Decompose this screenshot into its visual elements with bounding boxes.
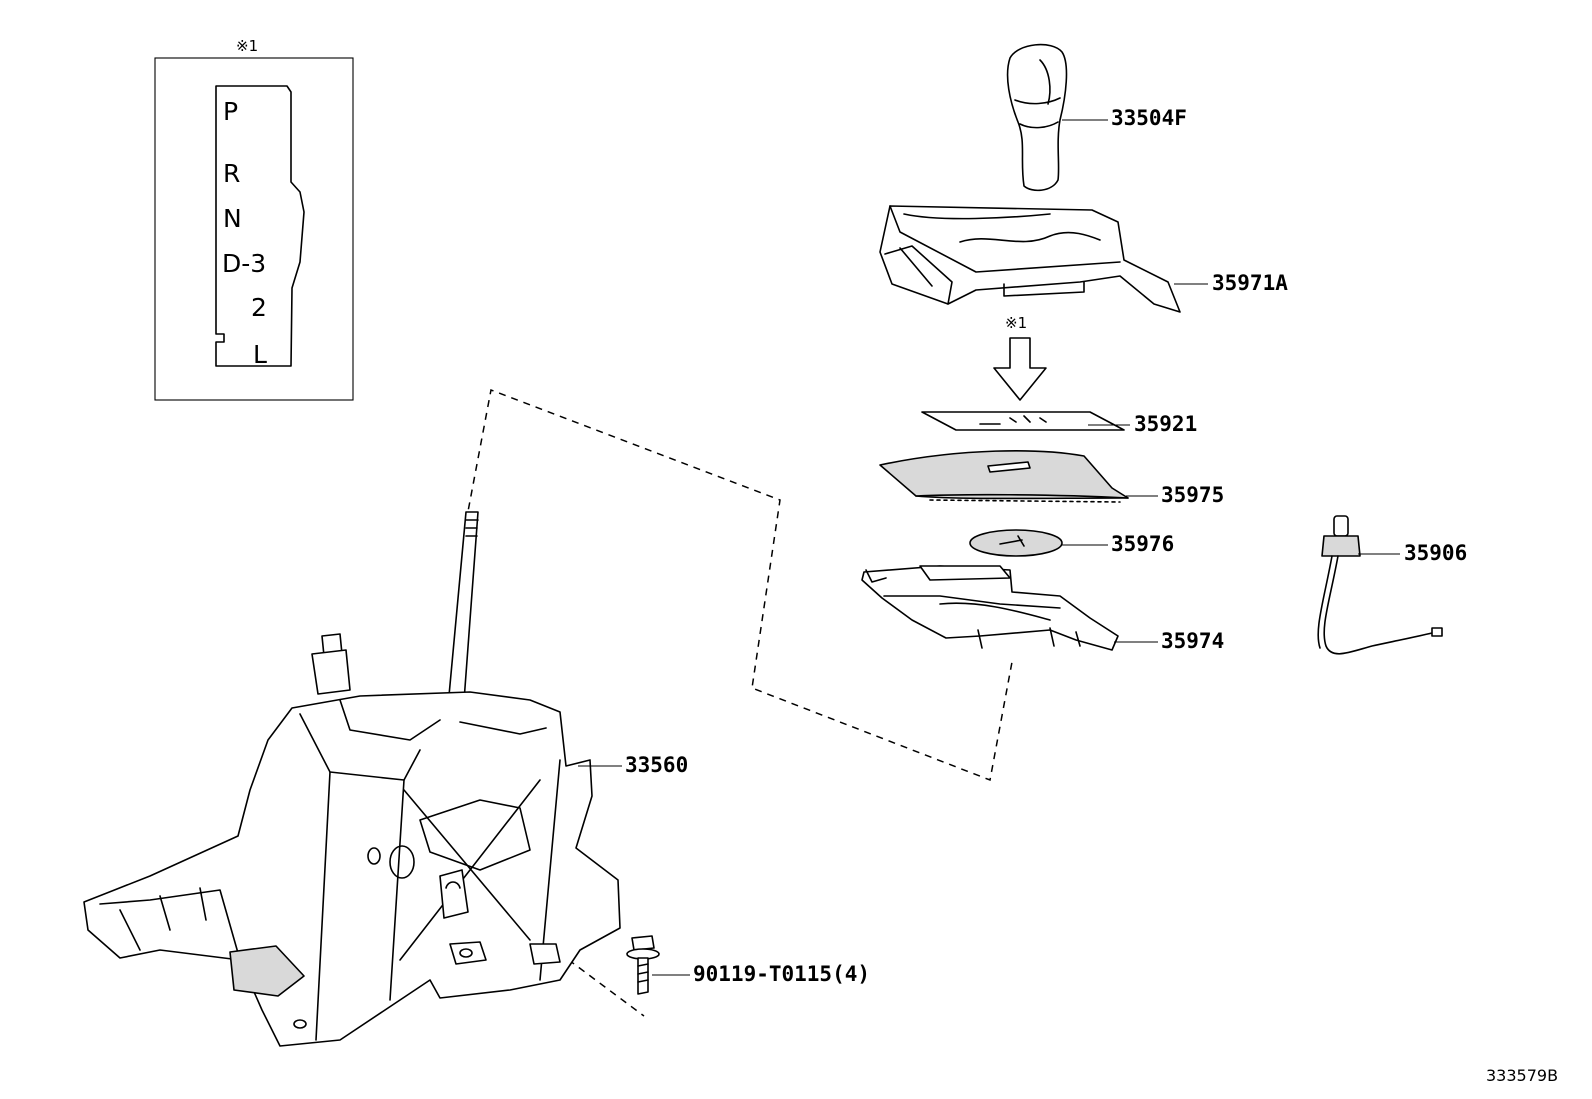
gate-position-p: P bbox=[223, 97, 238, 126]
label-switch-harness: 35906 bbox=[1404, 541, 1467, 565]
figure-reference: 333579B bbox=[1486, 1066, 1558, 1085]
gate-position-d3: D-3 bbox=[222, 249, 266, 278]
gate-slot-outline bbox=[215, 85, 305, 367]
shift-knob-drawing bbox=[1006, 43, 1068, 192]
label-bolt: 90119-T0115(4) bbox=[693, 962, 870, 986]
gate-position-2: 2 bbox=[251, 293, 267, 322]
label-shift-lever-assy: 33560 bbox=[625, 753, 688, 777]
indicator-note-mark: ※1 bbox=[1005, 314, 1027, 332]
label-slide-cover: 35975 bbox=[1161, 483, 1224, 507]
gate-note-mark: ※1 bbox=[236, 37, 258, 55]
shift-lever-assembly-drawing bbox=[83, 511, 621, 1047]
label-indicator-plate: 35921 bbox=[1134, 412, 1197, 436]
switch-harness-drawing bbox=[1317, 515, 1443, 655]
label-lower-housing: 35974 bbox=[1161, 629, 1224, 653]
upper-housing-drawing bbox=[879, 205, 1181, 313]
slide-disc-drawing bbox=[969, 529, 1063, 557]
label-upper-housing: 35971A bbox=[1212, 271, 1288, 295]
label-knob: 33504F bbox=[1111, 106, 1187, 130]
lower-housing-drawing bbox=[861, 565, 1119, 651]
gate-inset-frame bbox=[154, 57, 354, 401]
slide-cover-drawing bbox=[879, 450, 1129, 503]
assembly-guide-line bbox=[465, 388, 1013, 782]
gate-inset-panel: ※1 P R N D-3 2 L bbox=[154, 37, 354, 401]
gate-position-n: N bbox=[223, 204, 242, 233]
gate-position-l: L bbox=[253, 340, 267, 369]
down-arrow-icon bbox=[993, 337, 1047, 401]
label-slide-disc: 35976 bbox=[1111, 532, 1174, 556]
indicator-plate-drawing bbox=[921, 411, 1125, 431]
gate-position-r: R bbox=[223, 159, 240, 188]
bolt-drawing bbox=[626, 935, 660, 995]
